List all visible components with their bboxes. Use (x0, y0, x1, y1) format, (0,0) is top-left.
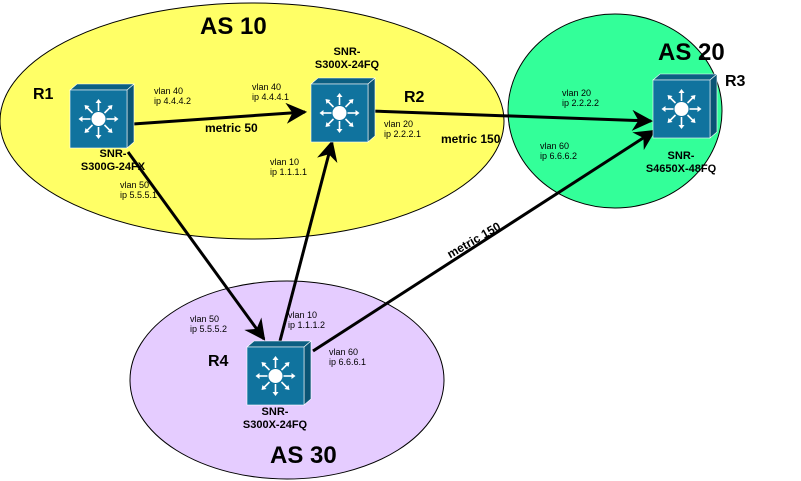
router-name-r2: R2 (404, 89, 425, 106)
router-model-r3-line1: SNR- (667, 150, 695, 162)
iface-r3-from-r2-ip: ip 2.2.2.2 (562, 98, 600, 109)
link-r1-r2 (132, 102, 308, 126)
iface-r2-from-r4-vlan: vlan 10 (270, 157, 300, 167)
iface-r2-to-r1: vlan 40 ip 4.4.4.1 (252, 82, 289, 103)
iface-r2-to-r1-ip: ip 4.4.4.1 (252, 92, 290, 103)
iface-r2-to-r1-vlan: vlan 40 (252, 82, 282, 92)
iface-r4-from-r1-ip: ip 5.5.5.2 (190, 324, 228, 335)
iface-r4-to-r3: vlan 60 ip 6.6.6.1 (329, 347, 366, 368)
iface-r2-to-r3-ip: ip 2.2.2.1 (384, 129, 422, 140)
as20-label: AS 20 (658, 39, 725, 66)
iface-r1-to-r4-ip: ip 5.5.5.1 (120, 190, 158, 201)
iface-r1-to-r2: vlan 40 ip 4.4.4.2 (154, 86, 191, 107)
iface-r1-to-r2-ip: ip 4.4.4.2 (154, 96, 192, 107)
router-model-r2: SNR- S300X-24FQ (307, 46, 387, 71)
iface-r4-to-r3-ip: ip 6.6.6.1 (329, 357, 367, 368)
iface-r3-from-r4-vlan: vlan 60 (540, 141, 570, 151)
router-model-r2-line1: SNR- (333, 46, 361, 58)
as10-region (0, 2, 505, 240)
router-name-r1: R1 (33, 86, 54, 103)
iface-r4-to-r3-vlan: vlan 60 (329, 347, 359, 357)
router-model-r1-line2: S300G-24FX (80, 160, 146, 173)
iface-r3-from-r2: vlan 20 ip 2.2.2.2 (562, 88, 599, 109)
router-model-r1-line1: SNR- (99, 148, 127, 160)
switch-icon-r3[interactable] (652, 73, 718, 139)
iface-r1-to-r2-vlan: vlan 40 (154, 86, 184, 96)
as20-region (507, 13, 723, 209)
metric-r2-r3: metric 150 (441, 132, 501, 146)
iface-r4-from-r1: vlan 50 ip 5.5.5.2 (190, 314, 227, 335)
iface-r3-from-r2-vlan: vlan 20 (562, 88, 592, 98)
router-name-r3: R3 (725, 73, 746, 90)
switch-icon-r4[interactable] (246, 340, 312, 406)
iface-r4-to-r2: vlan 10 ip 1.1.1.2 (288, 310, 325, 331)
as30-label: AS 30 (270, 442, 337, 469)
router-model-r3-line2: S4650X-48FQ (645, 162, 717, 175)
switch-icon-r2[interactable] (310, 77, 376, 143)
link-r2-r3 (369, 109, 654, 131)
metric-r1-r2: metric 50 (205, 121, 258, 135)
router-model-r4-line2: S300X-24FQ (242, 418, 308, 431)
router-name-r4: R4 (208, 353, 229, 370)
iface-r2-from-r4-ip: ip 1.1.1.1 (270, 167, 308, 178)
iface-r2-to-r3: vlan 20 ip 2.2.2.1 (384, 119, 421, 140)
switch-icon-r1[interactable] (69, 83, 135, 149)
iface-r3-from-r4: vlan 60 ip 6.6.6.2 (540, 141, 577, 162)
router-model-r2-line2: S300X-24FQ (314, 58, 380, 71)
iface-r2-to-r3-vlan: vlan 20 (384, 119, 414, 129)
link-r4-r2 (278, 139, 338, 342)
router-model-r4-line1: SNR- (261, 406, 289, 418)
iface-r3-from-r4-ip: ip 6.6.6.2 (540, 151, 578, 162)
link-r4-r3 (312, 129, 656, 353)
iface-r1-to-r4: vlan 50 ip 5.5.5.1 (120, 180, 157, 201)
iface-r2-from-r4: vlan 10 ip 1.1.1.1 (270, 157, 307, 178)
router-model-r3: SNR- S4650X-48FQ (641, 150, 721, 175)
router-model-r1: SNR- S300G-24FX (78, 148, 148, 173)
router-model-r4: SNR- S300X-24FQ (235, 406, 315, 431)
as10-label: AS 10 (200, 13, 267, 40)
iface-r4-to-r2-vlan: vlan 10 (288, 310, 318, 320)
iface-r4-from-r1-vlan: vlan 50 (190, 314, 220, 324)
iface-r1-to-r4-vlan: vlan 50 (120, 180, 150, 190)
iface-r4-to-r2-ip: ip 1.1.1.2 (288, 320, 326, 331)
link-r1-r4 (126, 151, 266, 341)
